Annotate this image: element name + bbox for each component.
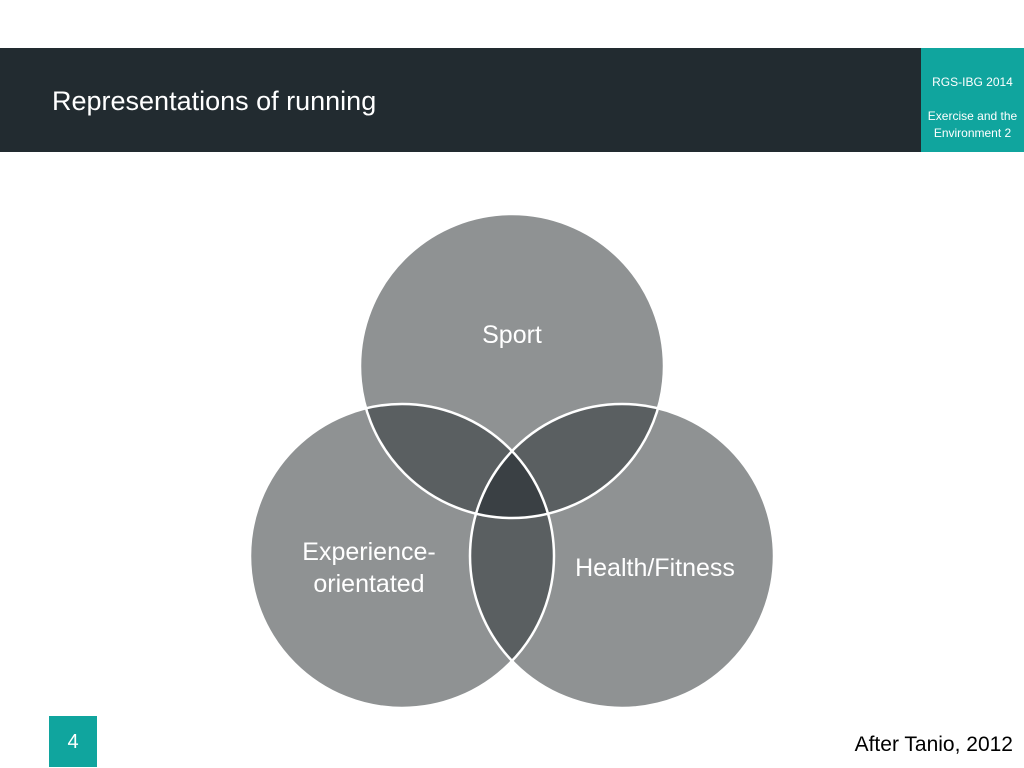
overlap-sport-experience (360, 404, 554, 518)
page-number: 4 (49, 716, 97, 767)
venn-outline-sport (358, 212, 666, 520)
venn-label-health: Health/Fitness (575, 554, 735, 582)
overlap-sport-health-group (470, 404, 664, 518)
conference-name: RGS-IBG 2014 (932, 75, 1013, 89)
title-bar (0, 48, 1024, 152)
venn-label-experience-line1: Experience- (302, 538, 435, 566)
overlap-sport-experience-group (360, 404, 554, 518)
overlap-sport-health (470, 404, 664, 518)
citation: After Tanio, 2012 (854, 733, 1013, 756)
session-name-line2: Environment 2 (933, 126, 1012, 140)
venn-label-sport: Sport (482, 321, 542, 349)
venn-label-experience-line2: orientated (313, 570, 424, 598)
slide-title: Representations of running (52, 86, 377, 116)
venn-outline-experience (248, 402, 556, 710)
session-name-line1: Exercise and the (927, 109, 1018, 123)
venn-outline-health (468, 402, 776, 710)
conference-badge: RGS-IBG 2014 Exercise and the Environmen… (921, 48, 1024, 152)
